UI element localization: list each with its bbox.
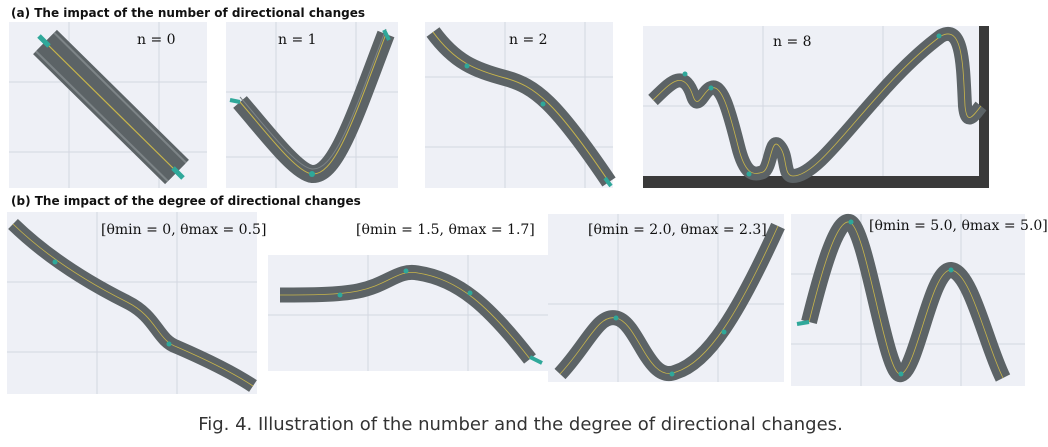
section-a-title: (a) The impact of the number of directio… — [11, 6, 365, 20]
road-render-b-2 — [268, 255, 548, 371]
section-b-title: (b) The impact of the degree of directio… — [11, 194, 361, 208]
panel-b-1: [θmin = 0, θmax = 0.5] — [7, 212, 266, 394]
panel-a-n8: n = 8 — [643, 26, 989, 188]
panel-a-n0: n = 0 — [9, 22, 207, 188]
panel-label-a-n2: n = 2 — [509, 32, 548, 48]
figure-caption: Fig. 4. Illustration of the number and t… — [198, 414, 843, 435]
panel-label-b-3: [θmin = 2.0, θmax = 2.3] — [588, 222, 767, 238]
road-render-b-4 — [791, 214, 1025, 386]
panel-b-2 — [268, 255, 548, 371]
road-render-b-3 — [548, 214, 785, 382]
panel-b-3: [θmin = 2.0, θmax = 2.3] — [548, 214, 785, 382]
panel-label-a-n8: n = 8 — [773, 34, 812, 50]
road-render-a-n8 — [643, 26, 989, 188]
road-render-a-n0 — [9, 22, 207, 188]
panel-a-n2: n = 2 — [425, 22, 616, 188]
road-render-b-1 — [7, 212, 257, 394]
road-render-a-n1 — [226, 22, 398, 188]
panel-a-n1: n = 1 — [226, 22, 398, 188]
panel-b-4: [θmin = 5.0, θmax = 5.0] — [791, 214, 1048, 386]
panel-label-a-n0: n = 0 — [137, 32, 176, 48]
panel-label-b-4: [θmin = 5.0, θmax = 5.0] — [869, 218, 1048, 234]
panel-label-b-2: [θmin = 1.5, θmax = 1.7] — [356, 222, 535, 238]
panel-label-b-1: [θmin = 0, θmax = 0.5] — [101, 222, 267, 238]
road-render-a-n2 — [425, 22, 616, 188]
panel-label-a-n1: n = 1 — [278, 32, 317, 48]
